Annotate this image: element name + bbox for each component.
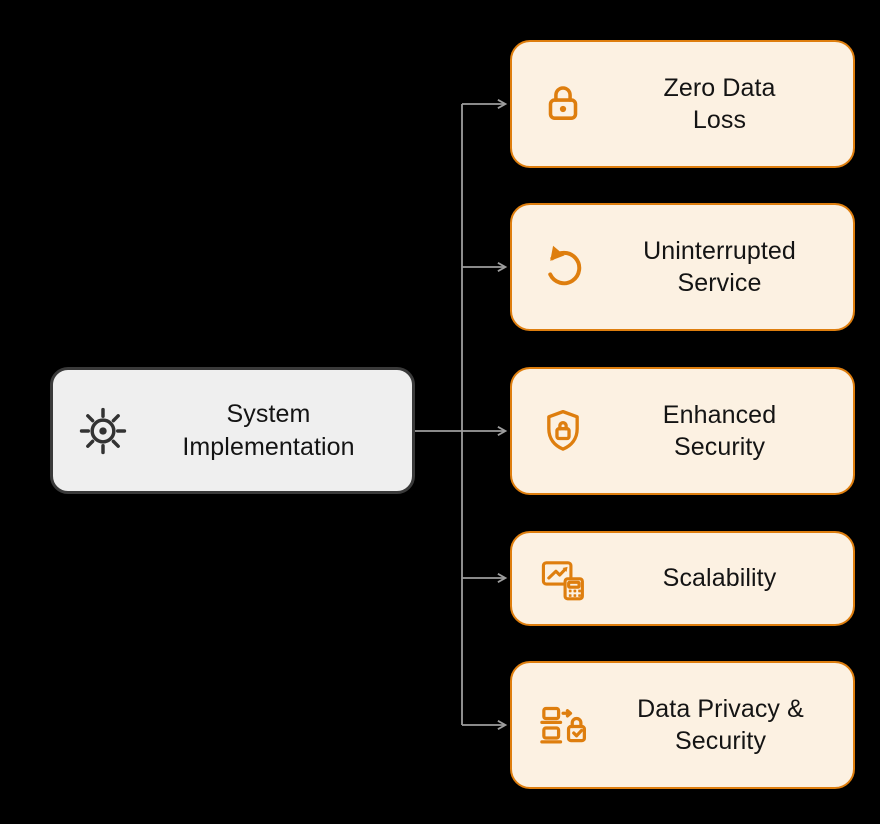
node-label: Data Privacy & Security bbox=[637, 694, 804, 756]
shield-lock-icon bbox=[538, 406, 588, 456]
node-label: System Implementation bbox=[182, 400, 355, 461]
node-label: Uninterrupted Service bbox=[643, 236, 796, 298]
node-system-implementation: System Implementation bbox=[50, 367, 415, 494]
node-enhanced-security: Enhanced Security bbox=[510, 367, 855, 495]
node-label: Enhanced Security bbox=[662, 400, 777, 462]
devices-lock-icon bbox=[538, 699, 590, 751]
chart-calculator-icon bbox=[538, 554, 588, 604]
node-label: Scalability bbox=[662, 564, 777, 593]
node-scalability: Scalability bbox=[510, 531, 855, 626]
gear-icon bbox=[77, 405, 129, 457]
node-label: Zero Data Loss bbox=[663, 73, 776, 135]
node-zero-data-loss: Zero Data Loss bbox=[510, 40, 855, 168]
node-data-privacy-security: Data Privacy & Security bbox=[510, 661, 855, 789]
refresh-icon bbox=[538, 242, 588, 292]
node-uninterrupted-service: Uninterrupted Service bbox=[510, 203, 855, 331]
lock-icon bbox=[538, 79, 588, 129]
